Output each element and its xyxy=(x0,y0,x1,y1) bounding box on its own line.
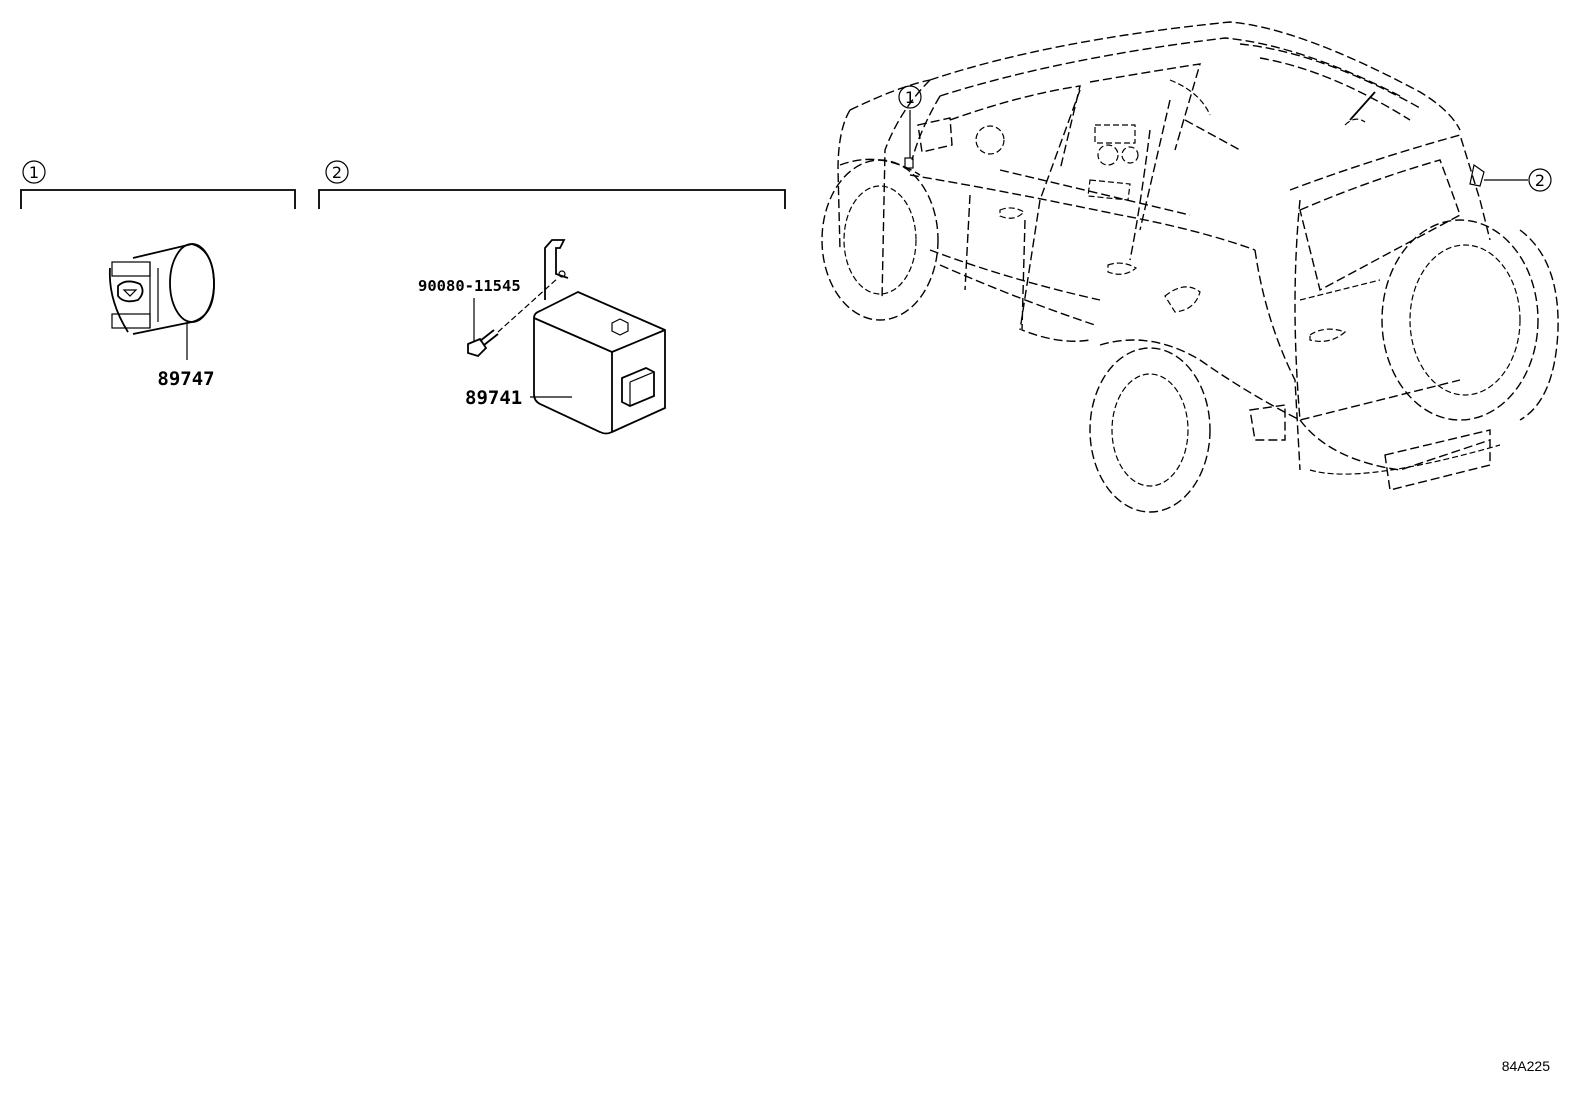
vehicle-callout-1-circle xyxy=(898,85,922,109)
callout-1-circle xyxy=(22,160,46,184)
group-2-bracket: 2 xyxy=(318,160,786,209)
vehicle-drawing xyxy=(821,21,1559,513)
callout-2-circle xyxy=(325,160,349,184)
callout-2-label: 2 xyxy=(332,163,342,182)
bolt-part-number: 90080-11545 xyxy=(418,277,521,295)
vehicle-callout-2-circle xyxy=(1528,168,1552,192)
group-1-bracket-line xyxy=(20,189,296,209)
vehicle-callout-1-label: 1 xyxy=(905,88,915,107)
vehicle-callout-2-label: 2 xyxy=(1535,171,1545,190)
diagram-code: 84A225 xyxy=(1502,1058,1550,1074)
module-part-number: 89741 xyxy=(465,387,522,409)
group-1-bracket: 1 xyxy=(20,160,296,209)
bolt-drawing xyxy=(467,277,559,358)
group-2-bracket-line xyxy=(318,189,786,209)
callout-1-label: 1 xyxy=(29,163,39,182)
sensor-part-number: 89747 xyxy=(157,368,214,390)
module-drawing xyxy=(530,239,666,435)
sensor-drawing xyxy=(108,243,215,360)
